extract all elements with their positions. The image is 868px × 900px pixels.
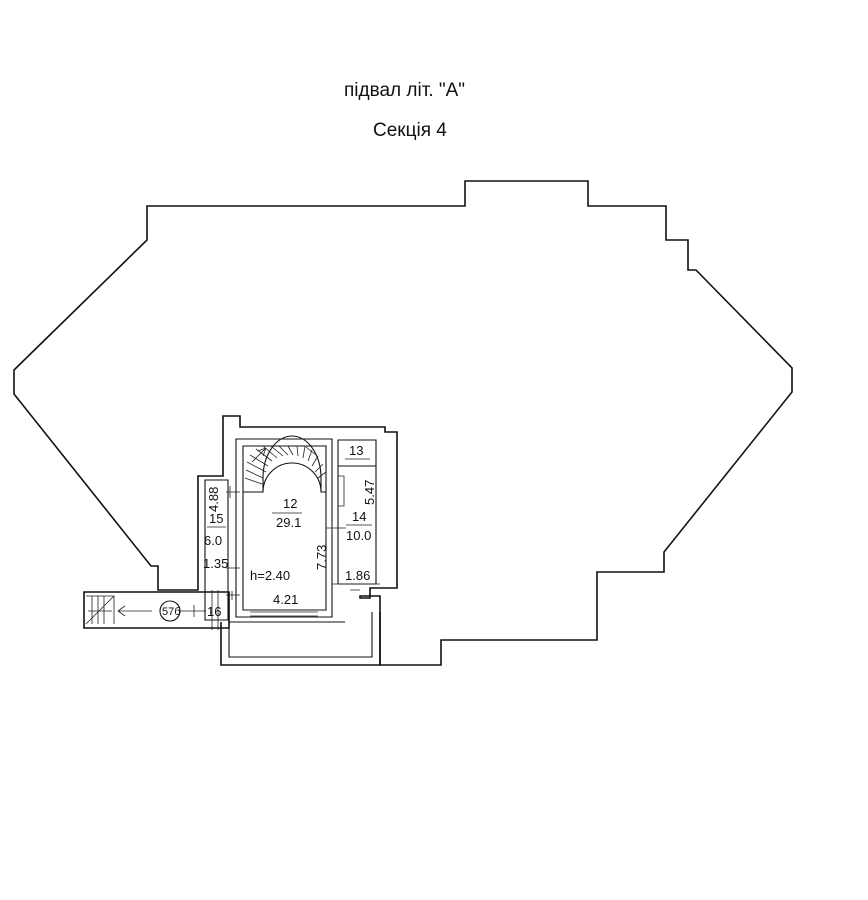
dim-room12-width: 4.21: [273, 592, 298, 607]
room-15-outline: [204, 479, 229, 621]
lower-annex-outline: [220, 612, 381, 666]
room-12-number: 12: [283, 496, 297, 511]
room-15-area: 6.0: [204, 533, 222, 548]
stair-arrow: [117, 605, 152, 617]
stair-marker-ticks: [180, 590, 219, 630]
dim-room14-width: 1.86: [345, 568, 370, 583]
room-14-number: 14: [352, 509, 366, 524]
dim-room14-length: 5.47: [362, 480, 377, 505]
lower-annex-inner: [228, 612, 373, 658]
room-15-number: 15: [209, 511, 223, 526]
stair-direction-arrow: [251, 446, 317, 463]
entry-stair-steps: [85, 595, 115, 625]
room-14-door: [326, 521, 346, 535]
plan-title: підвал літ. "А": [344, 80, 466, 101]
dim-room12-height: h=2.40: [250, 568, 290, 583]
room-14-bottom-step: [332, 583, 380, 591]
spiral-stair-treads: [244, 445, 327, 485]
room-12-inner-wall: [242, 445, 327, 611]
room-14-niche: [338, 475, 345, 507]
building-outline: [13, 180, 793, 666]
room-14-area: 10.0: [346, 528, 371, 543]
room-12-area: 29.1: [276, 515, 301, 530]
room-16-number: 16: [207, 604, 221, 619]
dim-room15-width: 1.35: [203, 556, 228, 571]
room-15-door: [226, 486, 240, 600]
room-12-door-bottom: [250, 611, 318, 617]
room-13-number: 13: [349, 443, 363, 458]
stair-marker-label: 57б: [162, 606, 181, 618]
spiral-stair-arc: [243, 435, 326, 493]
plan-subtitle: Секція 4: [373, 120, 447, 141]
dim-room15-length: 4.88: [206, 487, 221, 512]
dim-room12-length: 7.73: [314, 545, 329, 570]
room-12-outline: [235, 438, 333, 618]
